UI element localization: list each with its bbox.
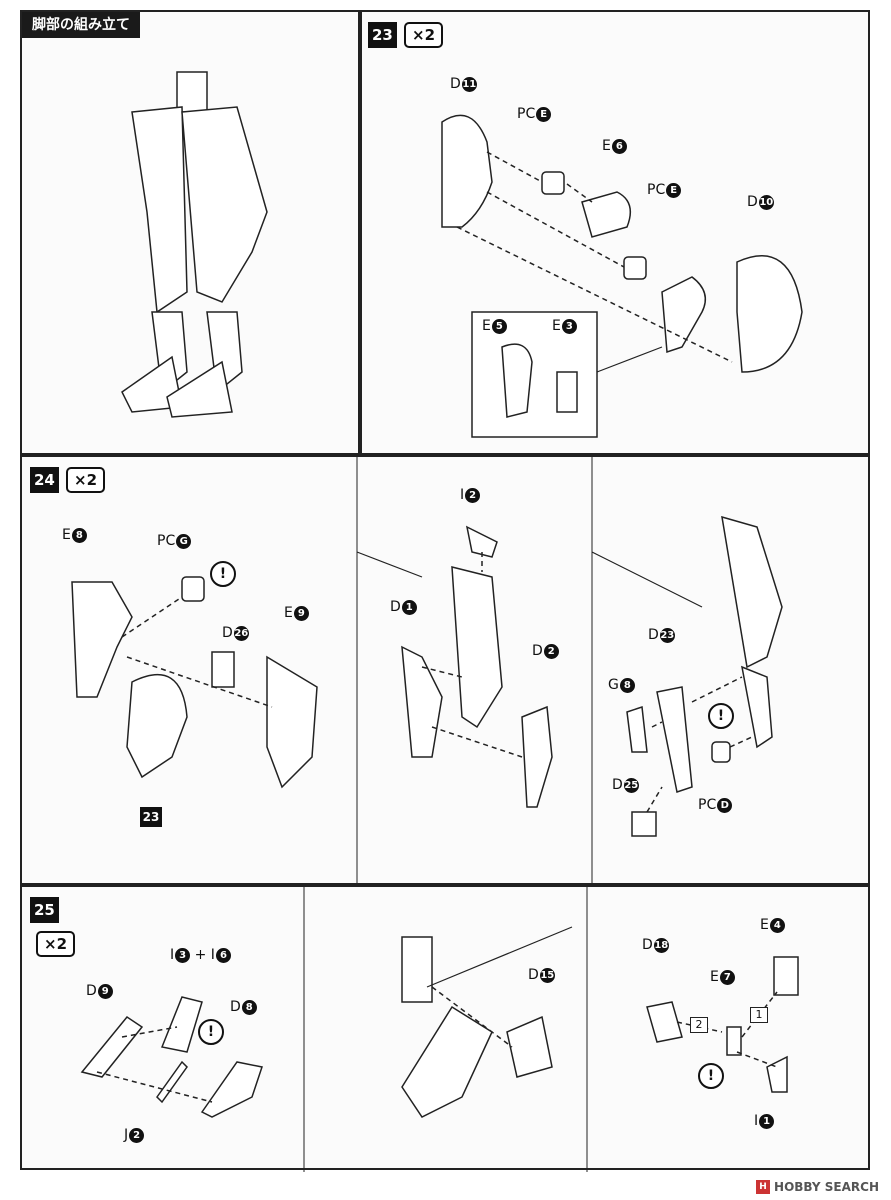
multiplier-badge: ×2	[36, 931, 76, 957]
step-number: 24	[30, 467, 59, 493]
caution-icon: !	[198, 1019, 224, 1045]
hobby-search-logo-icon: H	[756, 1180, 771, 1194]
multiplier-badge: ×2	[66, 467, 106, 493]
assembly-order-2: 2	[690, 1017, 708, 1033]
caution-icon: !	[708, 703, 734, 729]
multiplier-badge: ×2	[404, 22, 444, 48]
step-number: 23	[368, 22, 397, 48]
step-number: 25	[30, 897, 59, 923]
step-25-diagram	[80, 887, 799, 1172]
section-title: 脚部の組み立て	[22, 12, 140, 38]
step-reference-tag: 23	[140, 807, 162, 827]
step-24-panel: 24 ×2	[20, 455, 870, 887]
assembly-order-1: 1	[750, 1007, 768, 1023]
step-24-diagram	[71, 457, 783, 887]
overview-panel: 脚部の組み立て	[20, 10, 360, 455]
caution-icon: !	[698, 1063, 724, 1089]
assembled-legs-illustration	[121, 71, 268, 418]
caution-icon: !	[210, 561, 236, 587]
step-23-diagram	[441, 114, 803, 438]
